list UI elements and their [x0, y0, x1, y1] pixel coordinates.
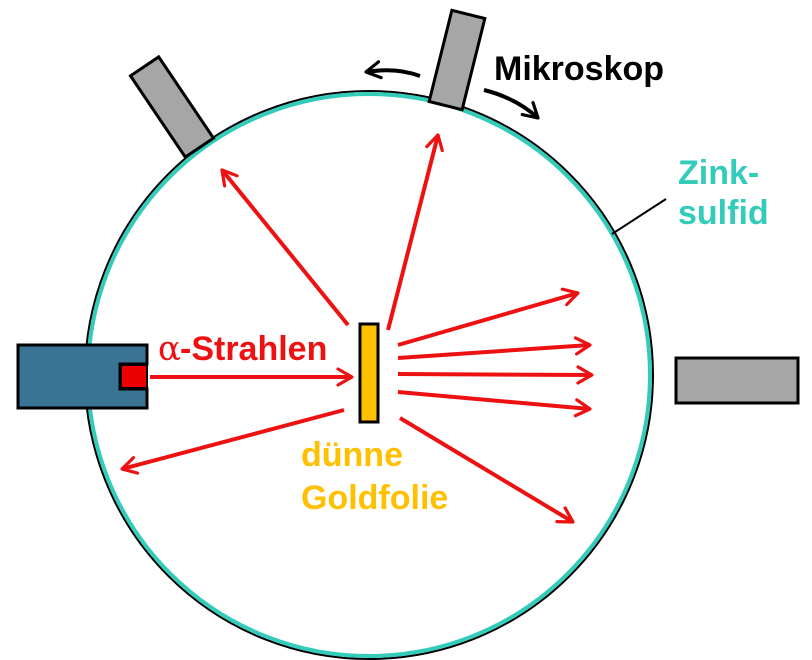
- rays-label: -Strahlen: [180, 330, 327, 368]
- microscope-top: [427, 8, 487, 112]
- ray-up: [386, 133, 444, 331]
- gold-foil: [358, 322, 380, 424]
- screen-leader-line: [611, 198, 667, 235]
- microscope-label: Mikroskop: [494, 50, 664, 88]
- ray-down-right: [398, 416, 575, 524]
- ray-right-3: [397, 365, 594, 385]
- ray-right-4: [397, 390, 592, 418]
- alpha-source-tip: [120, 364, 148, 389]
- foil-label-line2: Goldfolie: [301, 479, 448, 517]
- microscope-upper-left: [128, 54, 216, 160]
- ray-right-2: [397, 336, 592, 360]
- foil-label-line1: dünne: [301, 436, 403, 474]
- ray-right-1: [397, 287, 580, 347]
- ray-back-down-left: [120, 408, 345, 475]
- move-left-arrow: [364, 60, 421, 80]
- ray-up-left: [220, 168, 350, 327]
- alpha-rays: [120, 133, 594, 524]
- microscope-right: [674, 356, 800, 405]
- screen-label-line1: Zink-: [678, 154, 759, 192]
- screen-label-line2: sulfid: [678, 194, 769, 232]
- move-right-arrow: [483, 88, 540, 120]
- alpha-symbol: α: [158, 329, 181, 369]
